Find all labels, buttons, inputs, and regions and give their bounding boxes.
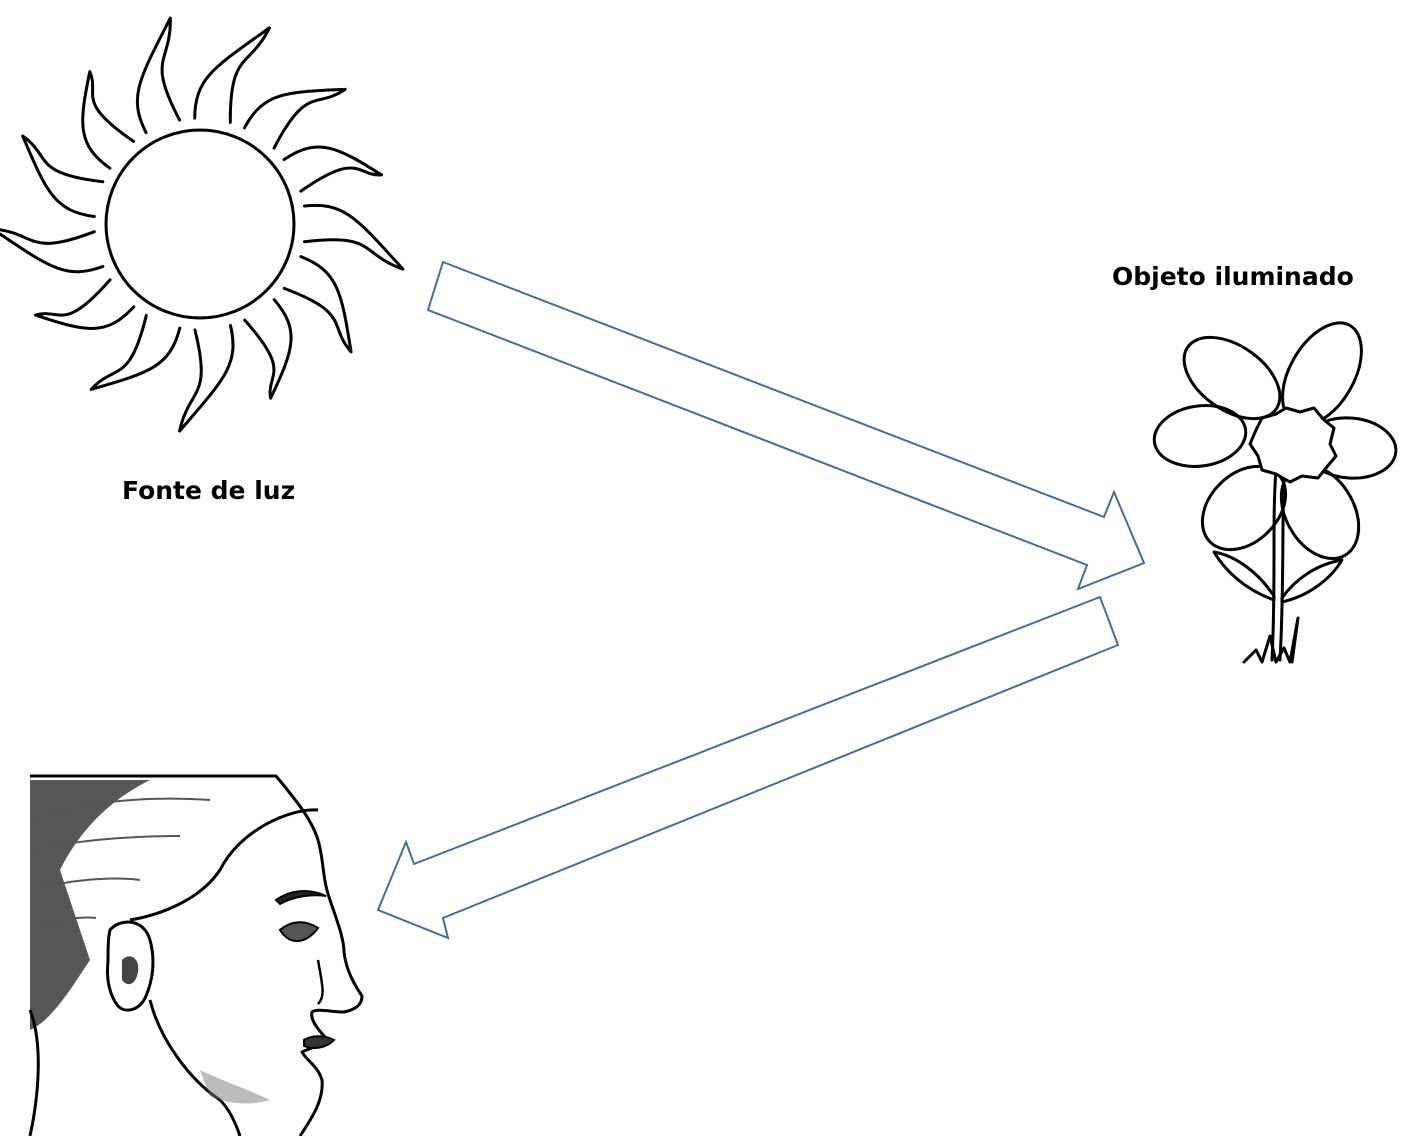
flower-center	[1250, 408, 1336, 482]
sun-ray	[245, 300, 291, 399]
light-source-label: Fonte de luz	[122, 476, 295, 505]
sun-rays	[0, 18, 403, 431]
sun-ray	[180, 326, 233, 432]
arrow-sun-to-flower	[428, 262, 1144, 589]
illuminated-object-label: Objeto iluminado	[1112, 262, 1354, 291]
flower-leaf-right	[1282, 560, 1342, 602]
lips	[304, 1036, 334, 1048]
sun-ray	[284, 147, 381, 191]
jaw-shadow	[200, 1070, 270, 1103]
sun-ray	[137, 18, 179, 133]
sun-ray	[83, 72, 134, 169]
hairline	[130, 810, 318, 920]
eye	[280, 922, 318, 941]
sun-ray	[305, 205, 404, 269]
flower-leaf-left	[1214, 552, 1274, 600]
eyebrow	[276, 891, 326, 904]
flower-icon	[1150, 310, 1398, 662]
sun-ray	[0, 229, 103, 272]
jaw-line	[150, 1000, 240, 1136]
sun-ray	[284, 257, 351, 352]
flower-petal	[1150, 400, 1249, 472]
ear-inner	[122, 956, 138, 984]
human-profile-icon	[30, 776, 362, 1136]
sun-ray	[245, 89, 346, 148]
sun-ray	[36, 280, 134, 329]
hair-shading	[30, 780, 150, 1030]
arrows	[378, 262, 1144, 938]
sun-disc	[106, 130, 294, 318]
sun-icon	[0, 18, 403, 431]
nose	[318, 960, 323, 1004]
arrow-flower-to-observer	[378, 597, 1118, 938]
